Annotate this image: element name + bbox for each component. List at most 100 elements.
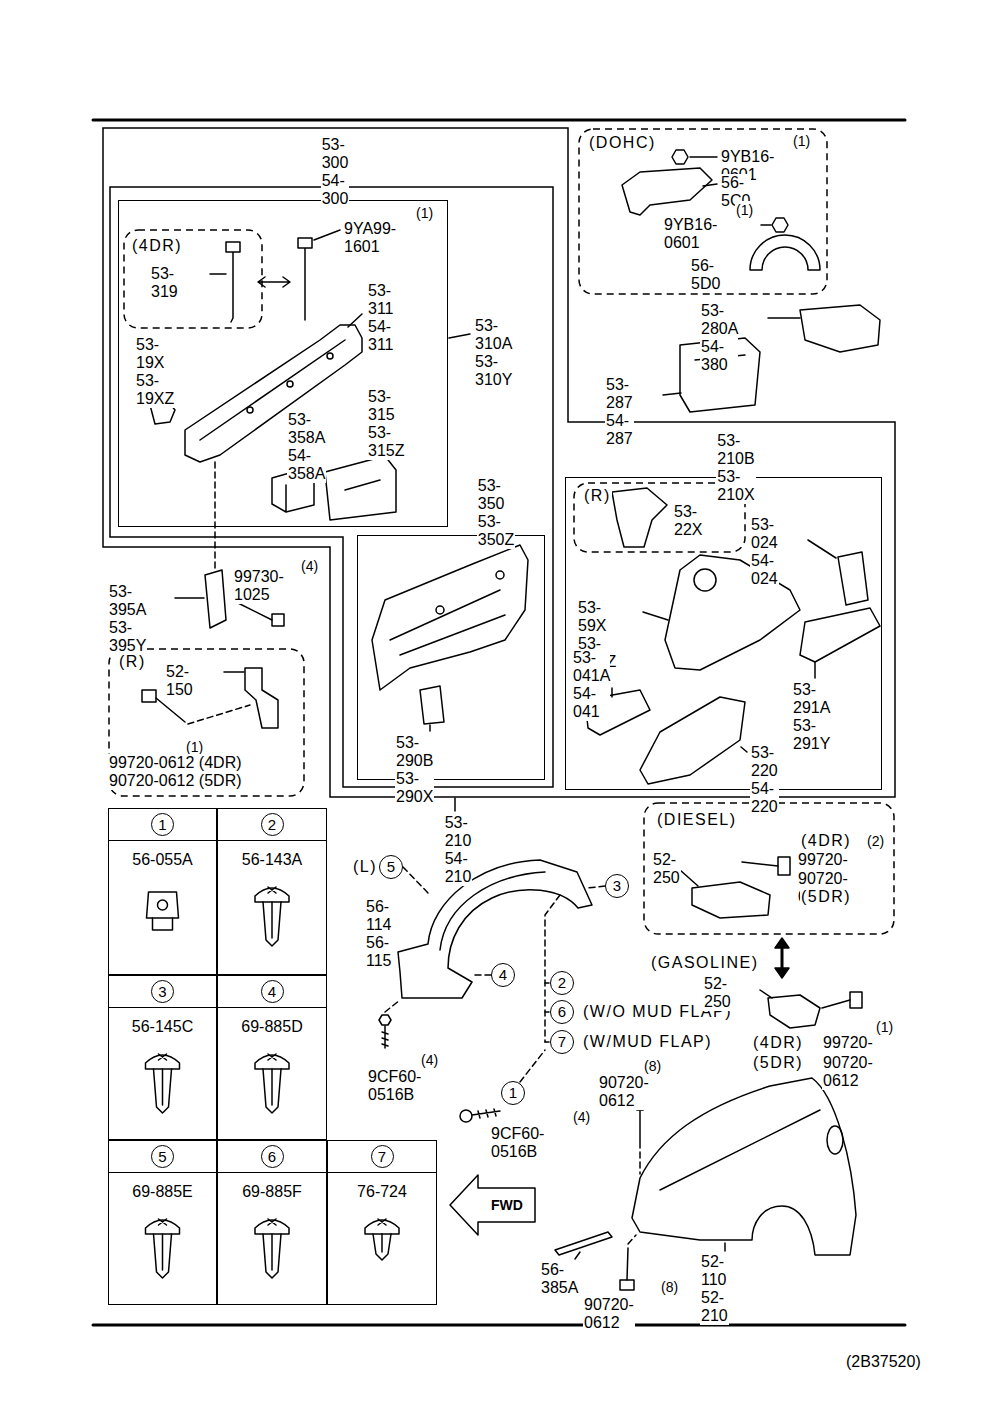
legend-header: 4 — [218, 976, 326, 1008]
part-number: 9YB16-0601 — [663, 216, 718, 252]
part-line — [188, 705, 250, 724]
part-line — [575, 1252, 580, 1259]
quantity-note: (8) — [643, 1057, 662, 1075]
part-line — [822, 1000, 850, 1008]
callout-circle: 1 — [501, 1081, 525, 1105]
part-line — [496, 571, 504, 579]
group-heading: (R) — [583, 487, 612, 505]
part-line — [255, 888, 289, 902]
part-number: 56-385A — [540, 1261, 579, 1297]
part-number: 76-724 — [328, 1183, 436, 1201]
legend-header: 1 — [109, 809, 216, 841]
part-line — [271, 1234, 273, 1270]
quantity-note: (4) — [300, 557, 319, 575]
part-line — [640, 697, 745, 784]
part-number: (W/MUD FLAP) — [582, 1033, 713, 1051]
part-line — [761, 224, 771, 226]
group-heading: 53-210 54-210 — [444, 814, 473, 886]
part-line — [775, 938, 789, 978]
part-line — [398, 860, 592, 998]
part-line — [271, 1069, 273, 1105]
part-line — [808, 540, 836, 558]
part-line — [632, 1078, 856, 1255]
part-line — [588, 886, 605, 888]
dohc-plates — [622, 150, 880, 412]
part-line — [175, 597, 204, 599]
fastener-legend-cell: 256-143A — [217, 808, 327, 975]
part-number: 9CF60-0516B — [367, 1068, 422, 1104]
callout-circle: 7 — [550, 1030, 574, 1054]
quantity-note: (1) — [875, 1018, 894, 1036]
part-line — [436, 606, 444, 614]
leader-lines — [175, 157, 836, 1259]
part-number: 53-19X 53-19XZ — [135, 336, 175, 408]
part-line — [639, 1111, 641, 1148]
group-heading: 53-300 54-300 — [321, 136, 350, 208]
legend-header: 7 — [328, 1141, 436, 1173]
brackets — [692, 857, 862, 1028]
callout-number: 4 — [499, 967, 507, 983]
part-line — [772, 218, 788, 232]
part-number: (5DR) — [752, 1054, 804, 1072]
part-line — [622, 168, 712, 215]
part-line — [159, 1219, 167, 1225]
part-number: 69-885E — [109, 1183, 216, 1201]
frame-rule — [93, 119, 905, 122]
part-line — [236, 602, 272, 620]
callout-circle: 5 — [379, 855, 403, 879]
part-line — [154, 1234, 172, 1278]
part-line — [142, 690, 156, 702]
part-line — [778, 857, 790, 875]
part-line — [660, 1110, 820, 1190]
part-line — [385, 867, 605, 1082]
part-number: 90720-0612 — [598, 1074, 650, 1110]
part-line — [768, 995, 820, 1028]
part-number: (L) — [352, 858, 378, 876]
part-line — [665, 555, 800, 670]
part-number: 99720-0612 (4DR) — [108, 754, 243, 772]
group-heading: 53-210B 53-210X — [716, 432, 755, 504]
quantity-note: (4) — [420, 1051, 439, 1069]
part-number: 69-885F — [218, 1183, 326, 1201]
part-line — [520, 1050, 545, 1082]
part-number: (4DR) — [752, 1034, 804, 1052]
part-number: (4DR) — [800, 832, 852, 850]
fastener-picture — [255, 1219, 289, 1278]
frame-rule — [93, 1324, 905, 1327]
part-line — [287, 381, 293, 387]
part-number: 53-315 53-315Z — [367, 388, 405, 460]
part-line — [158, 900, 168, 910]
part-number: 53-290B 53-290X — [395, 734, 434, 806]
part-line — [741, 747, 747, 752]
quantity-note: (1) — [735, 201, 754, 219]
part-line — [612, 488, 667, 547]
part-line — [628, 1235, 636, 1244]
legend-header: 6 — [218, 1141, 326, 1173]
part-line — [800, 608, 880, 662]
fastener-picture — [255, 887, 289, 946]
part-number: 53-291A 53-291Y — [792, 681, 831, 753]
fastener-pictures — [146, 887, 400, 1278]
callout-number: 3 — [151, 980, 174, 1003]
part-number: 52-250 — [652, 851, 681, 887]
part-line — [454, 798, 456, 811]
part-number: (5DR) — [800, 888, 852, 906]
callout-number: 2 — [261, 813, 284, 836]
part-line — [224, 671, 244, 673]
part-line — [545, 983, 549, 1042]
callout-circle: 4 — [491, 963, 515, 987]
part-number: (2B37520) — [845, 1353, 922, 1371]
callout-number: 4 — [261, 980, 284, 1003]
part-number: (GASOLINE) — [650, 954, 759, 972]
part-number: 53-280A 54-380 — [700, 302, 738, 374]
part-number: 53-319 — [150, 265, 179, 301]
part-number: 53-358A 54-358A — [287, 411, 326, 483]
group-heading: (4DR) — [131, 237, 183, 255]
group-heading: 53-310A 53-310Y — [474, 317, 513, 389]
part-line — [760, 990, 772, 998]
part-line — [827, 1126, 843, 1154]
part-line — [298, 238, 312, 320]
part-line — [429, 725, 431, 731]
callout-number: 7 — [558, 1034, 566, 1050]
fastener-legend-cell: 7 76-724 — [327, 1140, 437, 1305]
